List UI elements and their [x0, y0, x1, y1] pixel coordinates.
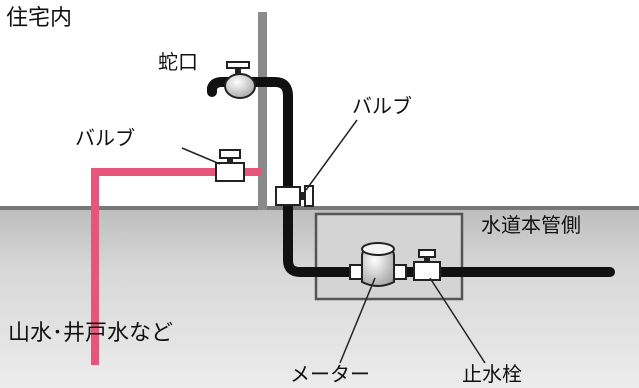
water-meter-icon	[349, 242, 407, 287]
valve-left-label: バルブ	[75, 126, 135, 150]
valve-right-leader	[305, 119, 358, 191]
valve-left-icon	[215, 149, 245, 182]
valve-left-leader	[181, 147, 221, 165]
main-pipe-side-label: 水道本管側	[481, 213, 581, 237]
water-pipe	[207, 77, 615, 277]
faucet-label: 蛇口	[158, 50, 198, 74]
other-water-label: 山水･井戸水など	[8, 321, 174, 346]
faucet-icon	[224, 61, 256, 99]
stop-valve-icon	[413, 249, 441, 281]
valve-right-icon	[275, 185, 314, 207]
meter-label: メーター	[290, 362, 370, 386]
stop-valve-label: 止水栓	[462, 362, 522, 386]
meter-leader	[339, 277, 376, 364]
stop-valve-leader	[429, 277, 486, 364]
other-water-pipe	[91, 168, 262, 365]
valve-right-label: バルブ	[352, 94, 412, 118]
indoor-label: 住宅内	[6, 6, 73, 31]
house-wall	[258, 12, 267, 210]
